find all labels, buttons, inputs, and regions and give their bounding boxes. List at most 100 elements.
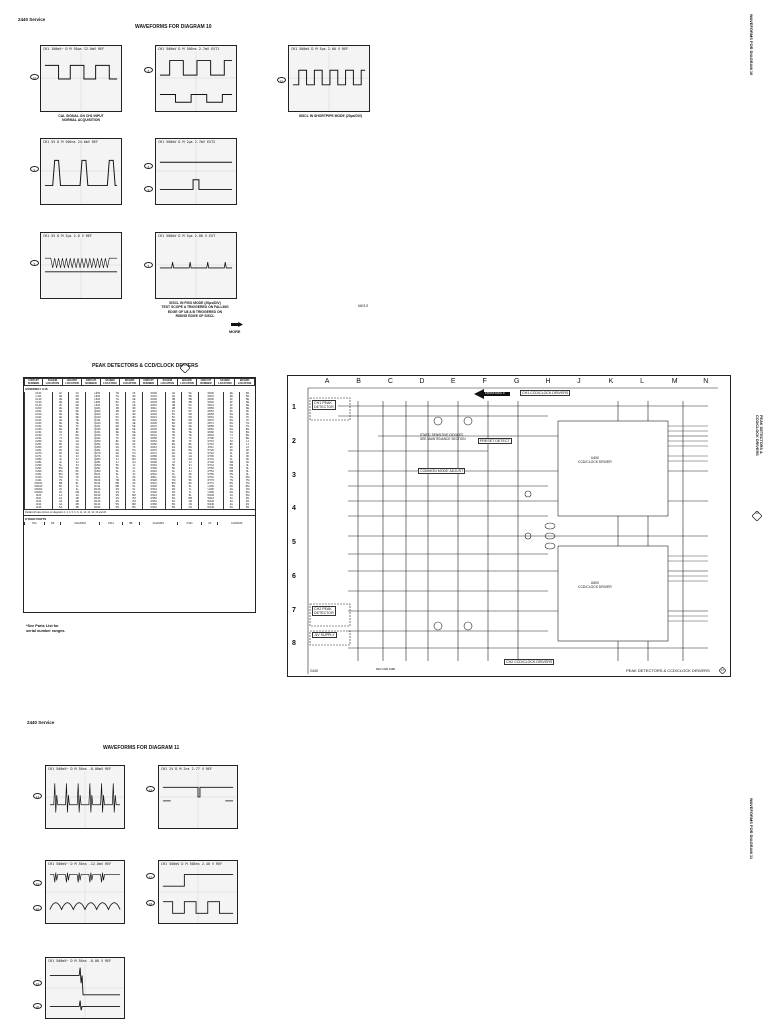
table-cell: 4L bbox=[51, 458, 69, 461]
table-cell: 7D bbox=[108, 392, 126, 395]
table-cell: 1B bbox=[43, 522, 61, 525]
table-cell: R330 bbox=[141, 485, 166, 488]
table-cell: 7J bbox=[222, 437, 240, 440]
table-cell: 1M bbox=[239, 488, 255, 491]
caption-cal-signal: CAL SIGNAL ON CH1 INPUT NORMAL ACQUISITI… bbox=[58, 114, 104, 123]
table-cell: 4H bbox=[51, 419, 69, 422]
page-title: WAVEFORMS FOR DIAGRAM 11 bbox=[103, 745, 180, 751]
table-cell: Q240 bbox=[85, 434, 109, 437]
table-cell: 2G bbox=[164, 446, 182, 449]
table-cell: 7N bbox=[222, 479, 240, 482]
table-cell: L604 bbox=[85, 398, 109, 401]
table-cell: 4C bbox=[164, 410, 182, 413]
table-cell: 7K bbox=[68, 476, 86, 479]
table-cell: 4K bbox=[239, 461, 255, 464]
table-cell: Q261 bbox=[85, 449, 109, 452]
table-cell: 3L bbox=[51, 455, 69, 458]
table-cell: 4N bbox=[108, 497, 126, 500]
table-cell: 4N bbox=[239, 500, 255, 503]
table-cell: 3N bbox=[164, 494, 182, 497]
table-cell: 3J bbox=[125, 473, 143, 476]
table-cell: 5D bbox=[181, 416, 199, 419]
table-cell: R340 bbox=[141, 491, 166, 494]
table-cell: C291 bbox=[24, 467, 53, 470]
table-cell: 2K bbox=[222, 446, 240, 449]
table-cell: R671 bbox=[197, 422, 224, 425]
table-cell: R740 bbox=[197, 461, 224, 464]
table-cell: W110 bbox=[197, 497, 224, 500]
column-header: CIRCUIT NUMBER bbox=[196, 378, 216, 386]
table-cell: Q270 bbox=[85, 452, 109, 455]
table-cell: 8N bbox=[125, 506, 143, 509]
table-cell: 3J bbox=[68, 455, 86, 458]
table-cell: R700 bbox=[197, 437, 224, 440]
table-cell: R341 bbox=[141, 494, 166, 497]
table-cell: 6F bbox=[125, 437, 143, 440]
table-cell: 4J bbox=[108, 458, 126, 461]
table-cell: 1J bbox=[239, 443, 255, 446]
table-cell: J130 bbox=[24, 503, 53, 506]
caption-sisc-fiso: SISCL IN FISO MODE (20µs/DIV) TEST SCOPE… bbox=[161, 301, 229, 319]
table-cell: 7M bbox=[125, 500, 143, 503]
table-cell: R141 bbox=[85, 503, 109, 506]
table-cell: 4L bbox=[222, 458, 240, 461]
table-cell: R201 bbox=[141, 395, 166, 398]
table-cell: 7F bbox=[125, 446, 143, 449]
table-cell: R300 bbox=[141, 467, 166, 470]
waveform-dual-square bbox=[159, 866, 237, 923]
table-cell: 1J bbox=[239, 440, 255, 443]
table-cell: 7G bbox=[125, 452, 143, 455]
table-cell: U300 bbox=[197, 491, 224, 494]
table-cell: C111 bbox=[24, 395, 53, 398]
table-cell: 3H bbox=[108, 455, 126, 458]
table-cell: 8G bbox=[125, 455, 143, 458]
table-cell: Q291 bbox=[85, 467, 109, 470]
table-cell: R120 bbox=[85, 488, 109, 491]
table-cell: R251 bbox=[141, 440, 166, 443]
test-point-marker: 14 bbox=[146, 786, 155, 792]
table-cell: R320 bbox=[141, 479, 166, 482]
table-cell: 3J bbox=[181, 464, 199, 467]
table-cell: C261 bbox=[24, 449, 53, 452]
waveform-edge bbox=[46, 963, 124, 1018]
page-header: 2440 Service bbox=[18, 17, 46, 22]
test-point-marker: 6 bbox=[30, 260, 39, 266]
table-cell: 3L bbox=[222, 452, 240, 455]
table-cell: R260 bbox=[141, 443, 166, 446]
table-cell: 8M bbox=[164, 482, 182, 485]
table-cell: 3C bbox=[51, 491, 69, 494]
table-cell: 3D bbox=[125, 413, 143, 416]
table-cell: 8G bbox=[108, 443, 126, 446]
diagram-badge-icon: 10 bbox=[179, 360, 191, 374]
table-cell: 7E bbox=[164, 434, 182, 437]
table-cell: 6M bbox=[239, 476, 255, 479]
grid-column-label: J bbox=[577, 378, 581, 385]
table-cell: 2K bbox=[222, 449, 240, 452]
table-cell: 4K bbox=[181, 473, 199, 476]
table-cell: 8F bbox=[181, 443, 199, 446]
table-cell: 6E bbox=[181, 425, 199, 428]
table-cell: 2F bbox=[125, 392, 143, 395]
table-cell: R351 bbox=[141, 500, 166, 503]
table-cell: 5C bbox=[108, 419, 126, 422]
table-cell: 5H bbox=[51, 422, 69, 425]
scope-readout: CH1 500mV D M 5µs 2.00 V EXT bbox=[158, 234, 216, 238]
table-cell: C230 bbox=[24, 428, 53, 431]
table-cell: 2K bbox=[51, 449, 69, 452]
table-cell: 1M bbox=[181, 500, 199, 503]
table-cell: 5K bbox=[181, 479, 199, 482]
table-cell: 3A bbox=[222, 500, 240, 503]
table-cell: 2B bbox=[68, 503, 86, 506]
column-header: CIRCUIT NUMBER bbox=[138, 378, 159, 386]
table-cell: 2D bbox=[222, 485, 240, 488]
table-cell: L605 bbox=[85, 401, 109, 404]
table-cell: Q203 bbox=[85, 413, 109, 416]
table-cell: 4K bbox=[125, 482, 143, 485]
table-cell: 2M bbox=[239, 491, 255, 494]
